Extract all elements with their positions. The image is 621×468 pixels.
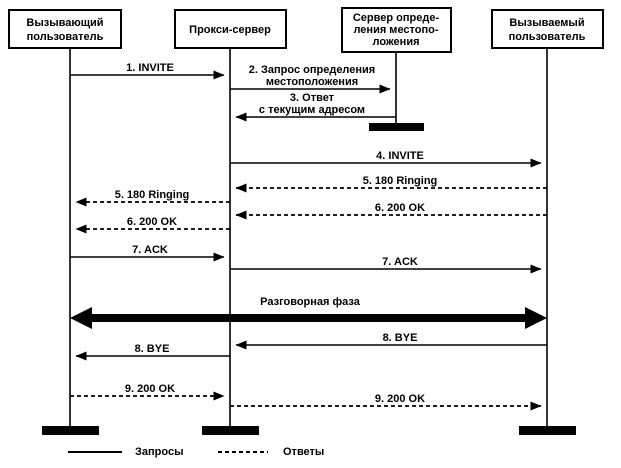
legend-responses-label: Ответы <box>283 446 324 458</box>
actor-box-caller <box>8 9 122 49</box>
message-9-ok-proxy-callee[interactable]: 9. 200 OK <box>230 393 542 411</box>
message-3-location-response[interactable]: 3. Ответ с текущим адресом <box>235 92 396 122</box>
message-2-location-request[interactable]: 2. Запрос определения местоположения <box>230 64 391 94</box>
conversation-phase-label: Разговорная фаза <box>260 296 361 308</box>
message-8-bye-right-label: 8. BYE <box>383 332 418 344</box>
message-5-ringing-right-label: 5. 180 Ringing <box>363 175 438 187</box>
actor-proxy[interactable]: Прокси-сервер <box>174 9 287 49</box>
legend: Запросы Ответы <box>68 446 324 458</box>
message-5-ringing-callee-proxy[interactable]: 5. 180 Ringing <box>235 175 547 193</box>
actor-caller[interactable]: Вызывающий пользователь <box>8 9 122 49</box>
message-1-invite-label: 1. INVITE <box>126 62 174 74</box>
message-5-ringing-left-label: 5. 180 Ringing <box>115 189 190 201</box>
actor-callee[interactable]: Вызываемый пользователь <box>491 9 604 49</box>
legend-requests-label: Запросы <box>135 446 183 458</box>
message-8-bye-callee-proxy[interactable]: 8. BYE <box>235 332 547 350</box>
message-9-ok-caller-proxy[interactable]: 9. 200 OK <box>70 383 225 401</box>
terminator-callee <box>519 426 576 435</box>
actor-proxy-line-1: Прокси-сервер <box>189 24 271 36</box>
message-9-ok-right-label: 9. 200 OK <box>375 393 425 405</box>
message-2-label-line-1: 2. Запрос определения <box>249 64 375 76</box>
message-6-ok-callee-proxy[interactable]: 6. 200 OK <box>235 202 547 220</box>
message-1-invite[interactable]: 1. INVITE <box>70 62 225 80</box>
message-5-ringing-proxy-caller[interactable]: 5. 180 Ringing <box>75 189 230 207</box>
message-8-bye-left-label: 8. BYE <box>135 343 170 355</box>
message-7-ack-right-label: 7. ACK <box>382 256 418 268</box>
message-3-label-line-1: 3. Ответ <box>290 92 335 104</box>
message-9-ok-left-label: 9. 200 OK <box>125 383 175 395</box>
message-6-ok-right-label: 6. 200 OK <box>375 202 425 214</box>
message-7-ack-caller-proxy[interactable]: 7. ACK <box>70 244 225 262</box>
actor-caller-line-2: пользователь <box>27 31 104 43</box>
message-2-label-line-2: местоположения <box>266 76 358 88</box>
conversation-phase[interactable]: Разговорная фаза <box>70 296 547 329</box>
actor-location-line-2: ления местопо- <box>353 24 438 36</box>
actor-location-line-1: Сервер опреде- <box>353 12 440 24</box>
terminator-proxy <box>202 426 259 435</box>
message-7-ack-left-label: 7. ACK <box>132 244 168 256</box>
actor-box-callee <box>491 9 604 49</box>
message-7-ack-proxy-callee[interactable]: 7. ACK <box>230 256 542 274</box>
actor-location-server[interactable]: Сервер опреде- ления местопо- ложения <box>341 7 452 53</box>
terminator-location-server <box>369 123 424 131</box>
actor-caller-line-1: Вызывающий <box>26 17 103 29</box>
actor-callee-line-1: Вызываемый <box>509 17 584 29</box>
message-6-ok-left-label: 6. 200 OK <box>127 216 177 228</box>
terminator-caller <box>42 426 99 435</box>
message-4-invite-label: 4. INVITE <box>376 150 424 162</box>
message-6-ok-proxy-caller[interactable]: 6. 200 OK <box>75 216 230 234</box>
actor-location-line-3: ложения <box>372 36 419 48</box>
actor-callee-line-2: пользователь <box>509 31 586 43</box>
message-3-label-line-2: с текущим адресом <box>259 104 365 116</box>
message-4-invite[interactable]: 4. INVITE <box>230 150 542 168</box>
message-8-bye-proxy-caller[interactable]: 8. BYE <box>75 343 230 361</box>
